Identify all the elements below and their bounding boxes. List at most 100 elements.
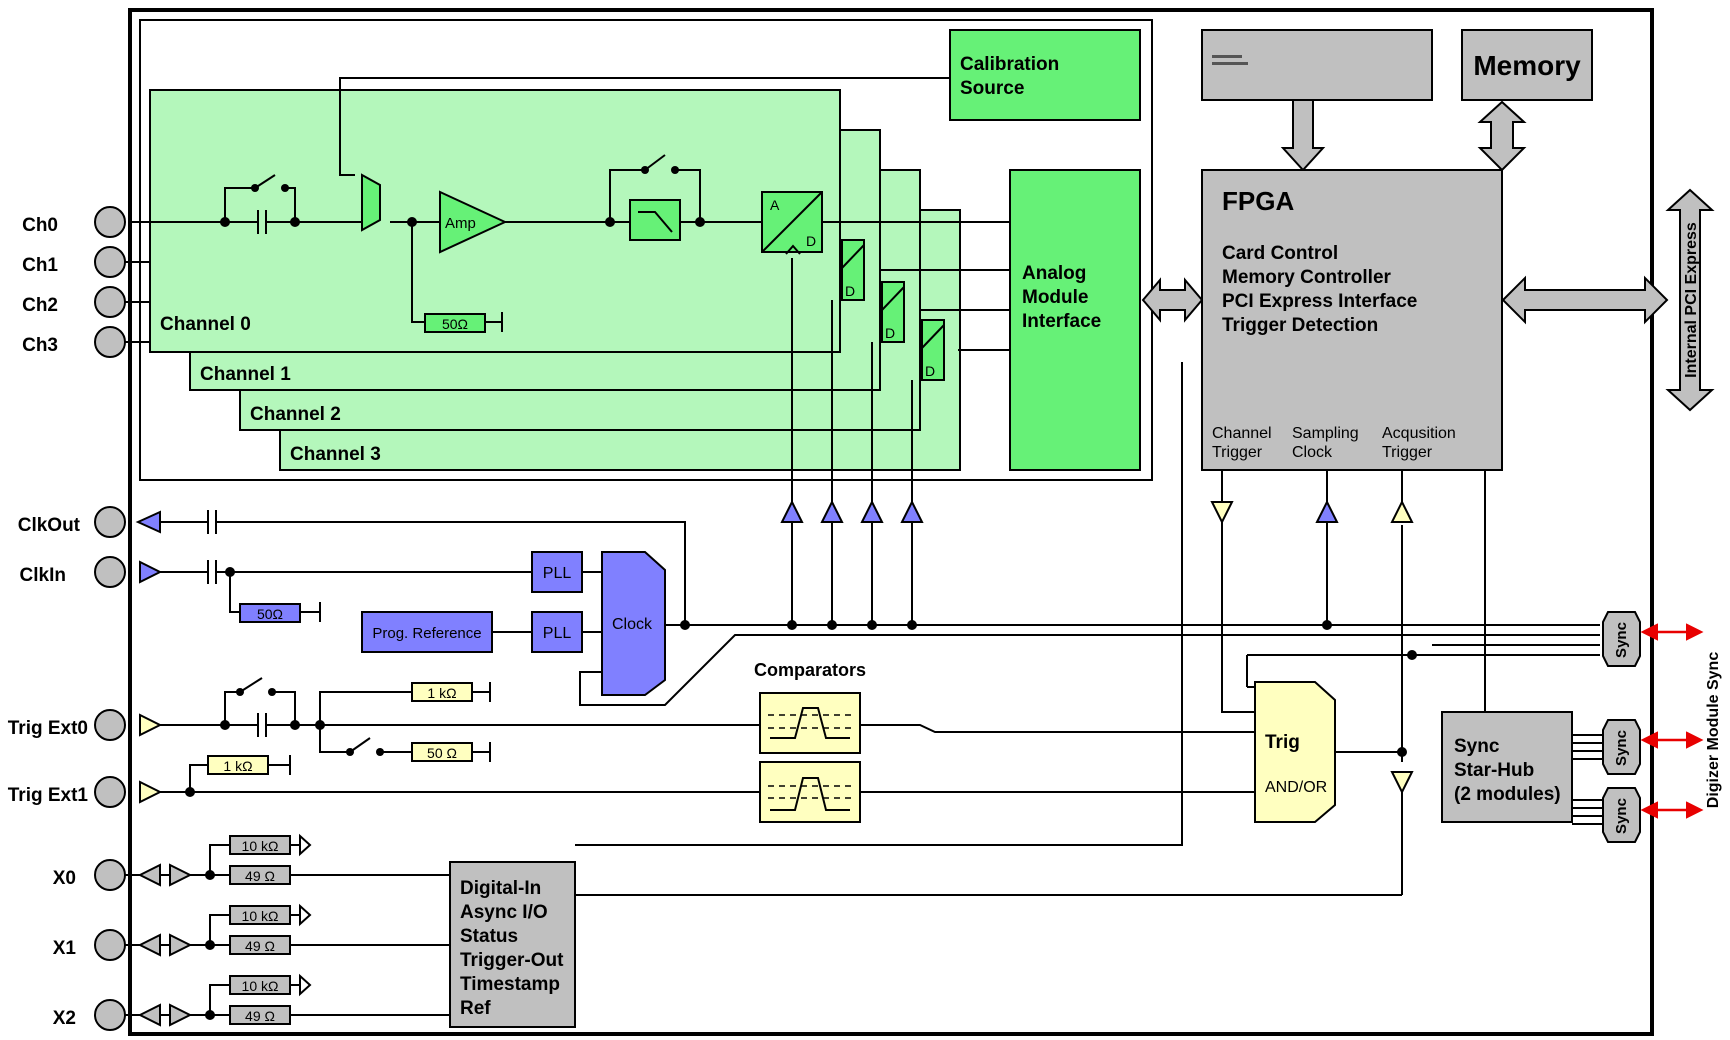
adc-1-d-label: D: [845, 283, 855, 299]
xio-buffers: [137, 833, 312, 1027]
dio-line-ref: Ref: [460, 998, 491, 1019]
programmable-reference: [361, 611, 493, 653]
port-clkin: ClkIn: [20, 565, 66, 586]
x1-10k-resistor: [229, 905, 291, 925]
port-trig-ext1: Trig Ext1: [8, 785, 89, 806]
clkout-driver: [135, 510, 161, 534]
adc-channel-3: [921, 319, 945, 381]
analog-frontend-frame: [139, 19, 1153, 481]
trig-1k-resistor-0: [411, 682, 473, 702]
clkin-receiver: [139, 560, 163, 584]
trigger-junctions: [185, 688, 1407, 797]
trig-50-label: 50 Ω: [427, 745, 457, 761]
tiny-text-line: [1212, 62, 1248, 65]
digital-io-block: [449, 861, 576, 1028]
filter-icon: [638, 211, 673, 233]
comparator-0: [759, 692, 861, 754]
port-ch2: Ch2: [22, 295, 58, 316]
x2-49-label: 49 Ω: [245, 1008, 275, 1024]
channel-0-signal-path: [130, 154, 1010, 351]
ami-label-2: Module: [1022, 287, 1089, 308]
calibration-label-2: Source: [960, 78, 1024, 99]
fpga-line-pcie: PCI Express Interface: [1222, 291, 1417, 312]
calibration-wire: [339, 77, 950, 176]
fpga-port-sampling-clock: Clock: [1292, 444, 1333, 461]
trig-ext1-receiver: [139, 780, 163, 804]
adc-clock-buffers: [780, 499, 1339, 523]
port-ch1: Ch1: [22, 255, 58, 276]
fpga-line-memory-controller: Memory Controller: [1222, 267, 1392, 288]
pcie-bus: [1501, 275, 1669, 325]
dio-line-status: Status: [460, 926, 518, 947]
card-outline: [128, 8, 1654, 1036]
fpga-line-card-control: Card Control: [1222, 243, 1338, 264]
adc-clock-input-icon: [785, 244, 801, 255]
x0-49-resistor: [229, 865, 291, 885]
sync-connector-1: Sync: [1602, 719, 1641, 775]
port-x2: X2: [53, 1008, 76, 1029]
sync-star-hub: [1441, 711, 1573, 823]
sync-connector-2: Sync: [1602, 787, 1641, 843]
x2-10k-label: 10 kΩ: [242, 978, 279, 994]
trig-ext0-receiver: [139, 713, 163, 737]
fpga-port-channel: Channel: [1212, 425, 1272, 442]
memory-label: Memory: [1473, 50, 1581, 81]
termination-50-ohm: [424, 313, 486, 333]
calibration-source-block: [949, 29, 1141, 121]
trig-1k-label-0: 1 kΩ: [427, 685, 456, 701]
sync-label-0: Sync: [1613, 622, 1630, 658]
comparator-1: [759, 761, 861, 823]
input-mux: [361, 173, 381, 232]
trigger-wiring: [160, 362, 1403, 896]
adc-a-label: A: [770, 197, 780, 213]
pcie-label: Internal PCI Express: [1683, 222, 1700, 378]
module-sync-label: Digizer Module Sync: [1705, 652, 1722, 809]
ami-label-3: Interface: [1022, 311, 1101, 332]
x0-10k-label: 10 kΩ: [242, 838, 279, 854]
pll-2-label: PLL: [543, 625, 572, 642]
adc-channel-2: [881, 281, 905, 343]
sync-label-2: Sync: [1613, 798, 1630, 834]
pcie-connector: [1665, 188, 1715, 412]
channel-2-label: Channel 2: [250, 404, 341, 425]
adc-2-d-label: D: [885, 325, 895, 341]
trigger-and-or-block: [1254, 681, 1336, 823]
port-x0: X0: [53, 868, 76, 889]
adc-3-d-label: D: [925, 363, 935, 379]
memory-block: [1461, 29, 1593, 101]
x2-10k-resistor: [229, 975, 291, 995]
memory-bus-arrow: [1477, 100, 1527, 172]
dio-line-async-io: Async I/O: [460, 902, 548, 923]
pll-1: [531, 551, 583, 593]
fpga-block: [1201, 169, 1503, 471]
calibration-label-1: Calibration: [960, 54, 1059, 75]
xio-junctions: [205, 870, 215, 1020]
tiny-text-line: [1212, 55, 1242, 58]
clock-generator: [601, 551, 666, 696]
channel-1-label: Channel 1: [200, 364, 291, 385]
clock-junctions: [225, 567, 1417, 660]
port-x1: X1: [53, 938, 77, 959]
port-trig-ext0: Trig Ext0: [8, 718, 88, 739]
x0-49-label: 49 Ω: [245, 868, 275, 884]
ami-label-1: Analog: [1022, 263, 1086, 284]
port-ch0: Ch0: [22, 215, 58, 236]
channel-input-wires: [125, 261, 150, 343]
adc-clock-stubs: [791, 470, 1328, 502]
channel-0-label: Channel 0: [160, 314, 251, 335]
star-hub-line-2: Star-Hub: [1454, 760, 1534, 781]
clkin-termination-label: 50Ω: [257, 606, 283, 622]
amplifier: [439, 190, 508, 254]
fpga-line-trigger-detection: Trigger Detection: [1222, 315, 1378, 336]
dio-line-timestamp: Timestamp: [460, 974, 560, 995]
fpga-trigger-stubs: [1221, 470, 1403, 502]
x1-49-resistor: [229, 935, 291, 955]
sync-red-arrows: [1640, 623, 1704, 819]
amp-label: Amp: [445, 215, 476, 232]
x0-10k-resistor: [229, 835, 291, 855]
sync-connector-0: Sync: [1602, 611, 1641, 667]
trig-1k-label-1: 1 kΩ: [223, 758, 252, 774]
programmable-reference-label: Prog. Reference: [372, 625, 481, 642]
trig-50-resistor: [411, 742, 473, 762]
